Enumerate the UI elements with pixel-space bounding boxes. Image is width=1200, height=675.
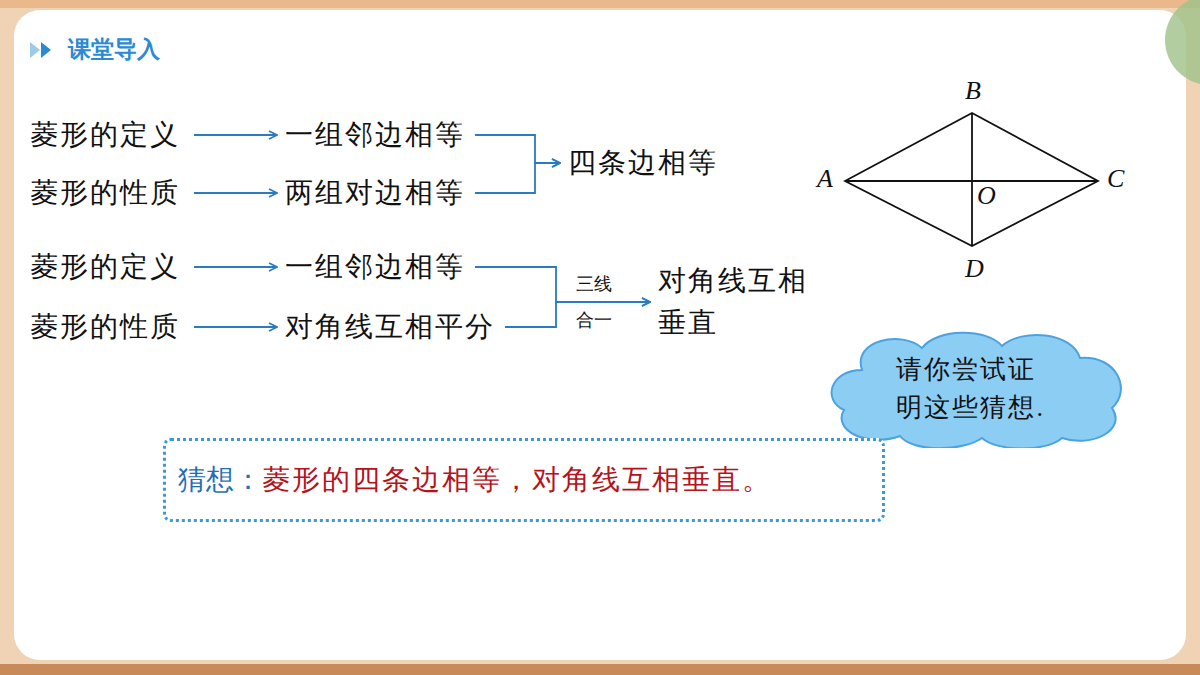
rhombus-figure — [845, 113, 1098, 246]
arrow-note: 三线 — [576, 272, 612, 296]
statement-text: 对角线互相垂直 — [658, 260, 808, 344]
statement-text: 菱形的性质 — [30, 175, 180, 211]
corner-circle — [1165, 0, 1200, 85]
statement-text: 一组邻边相等 — [285, 249, 465, 285]
point-label: D — [964, 256, 985, 282]
text-node: 菱形的性质 — [30, 175, 180, 211]
cloud-outline — [822, 330, 1132, 448]
text-node: 四条边相等 — [568, 145, 718, 181]
title-icon — [30, 42, 40, 58]
title-icon — [41, 42, 51, 58]
cloud-shape — [832, 333, 1121, 448]
text-node: 两组对边相等 — [285, 175, 465, 211]
text-node: 菱形的定义 — [30, 249, 180, 285]
arrow-connector — [194, 266, 277, 268]
arrow-connector — [475, 135, 560, 163]
point-label: O — [976, 183, 997, 209]
text-node: 菱形的定义 — [30, 117, 180, 153]
arrow-connector — [194, 192, 277, 194]
arrow-note: 合一 — [576, 308, 612, 332]
text-node: 一组邻边相等 — [285, 249, 465, 285]
point-label: B — [964, 78, 982, 104]
text-node: 对角线互相垂直 — [658, 260, 808, 344]
text-node: 对角线互相平分 — [285, 309, 495, 345]
conjecture-heading: 猜想： — [178, 462, 262, 498]
statement-text: 两组对边相等 — [285, 175, 465, 211]
point-label: C — [1106, 166, 1125, 192]
arrow-connector — [475, 163, 560, 193]
text-node: 一组邻边相等 — [285, 117, 465, 153]
statement-text: 菱形的定义 — [30, 249, 180, 285]
bottom-band — [0, 664, 1200, 675]
statement-text: 对角线互相平分 — [285, 309, 495, 345]
section-title: 课堂导入 — [68, 34, 160, 65]
text-node: 菱形的性质 — [30, 309, 180, 345]
conjecture-box: 猜想：菱形的四条边相等，对角线互相垂直。 — [163, 438, 885, 522]
statement-text: 四条边相等 — [568, 145, 718, 181]
arrow-connector — [194, 134, 277, 136]
conjecture-text: 菱形的四条边相等，对角线互相垂直。 — [262, 462, 772, 498]
arrow-connector — [194, 326, 277, 328]
callout-text: 请你尝试证明这些猜想. — [896, 351, 1057, 427]
statement-text: 菱形的性质 — [30, 309, 180, 345]
statement-text: 一组邻边相等 — [285, 117, 465, 153]
arrow-connector — [475, 267, 650, 302]
statement-text: 菱形的定义 — [30, 117, 180, 153]
thought-cloud: 请你尝试证明这些猜想. — [822, 330, 1132, 448]
top-band — [0, 0, 1200, 8]
slide-panel — [14, 10, 1186, 660]
point-label: A — [816, 166, 834, 192]
